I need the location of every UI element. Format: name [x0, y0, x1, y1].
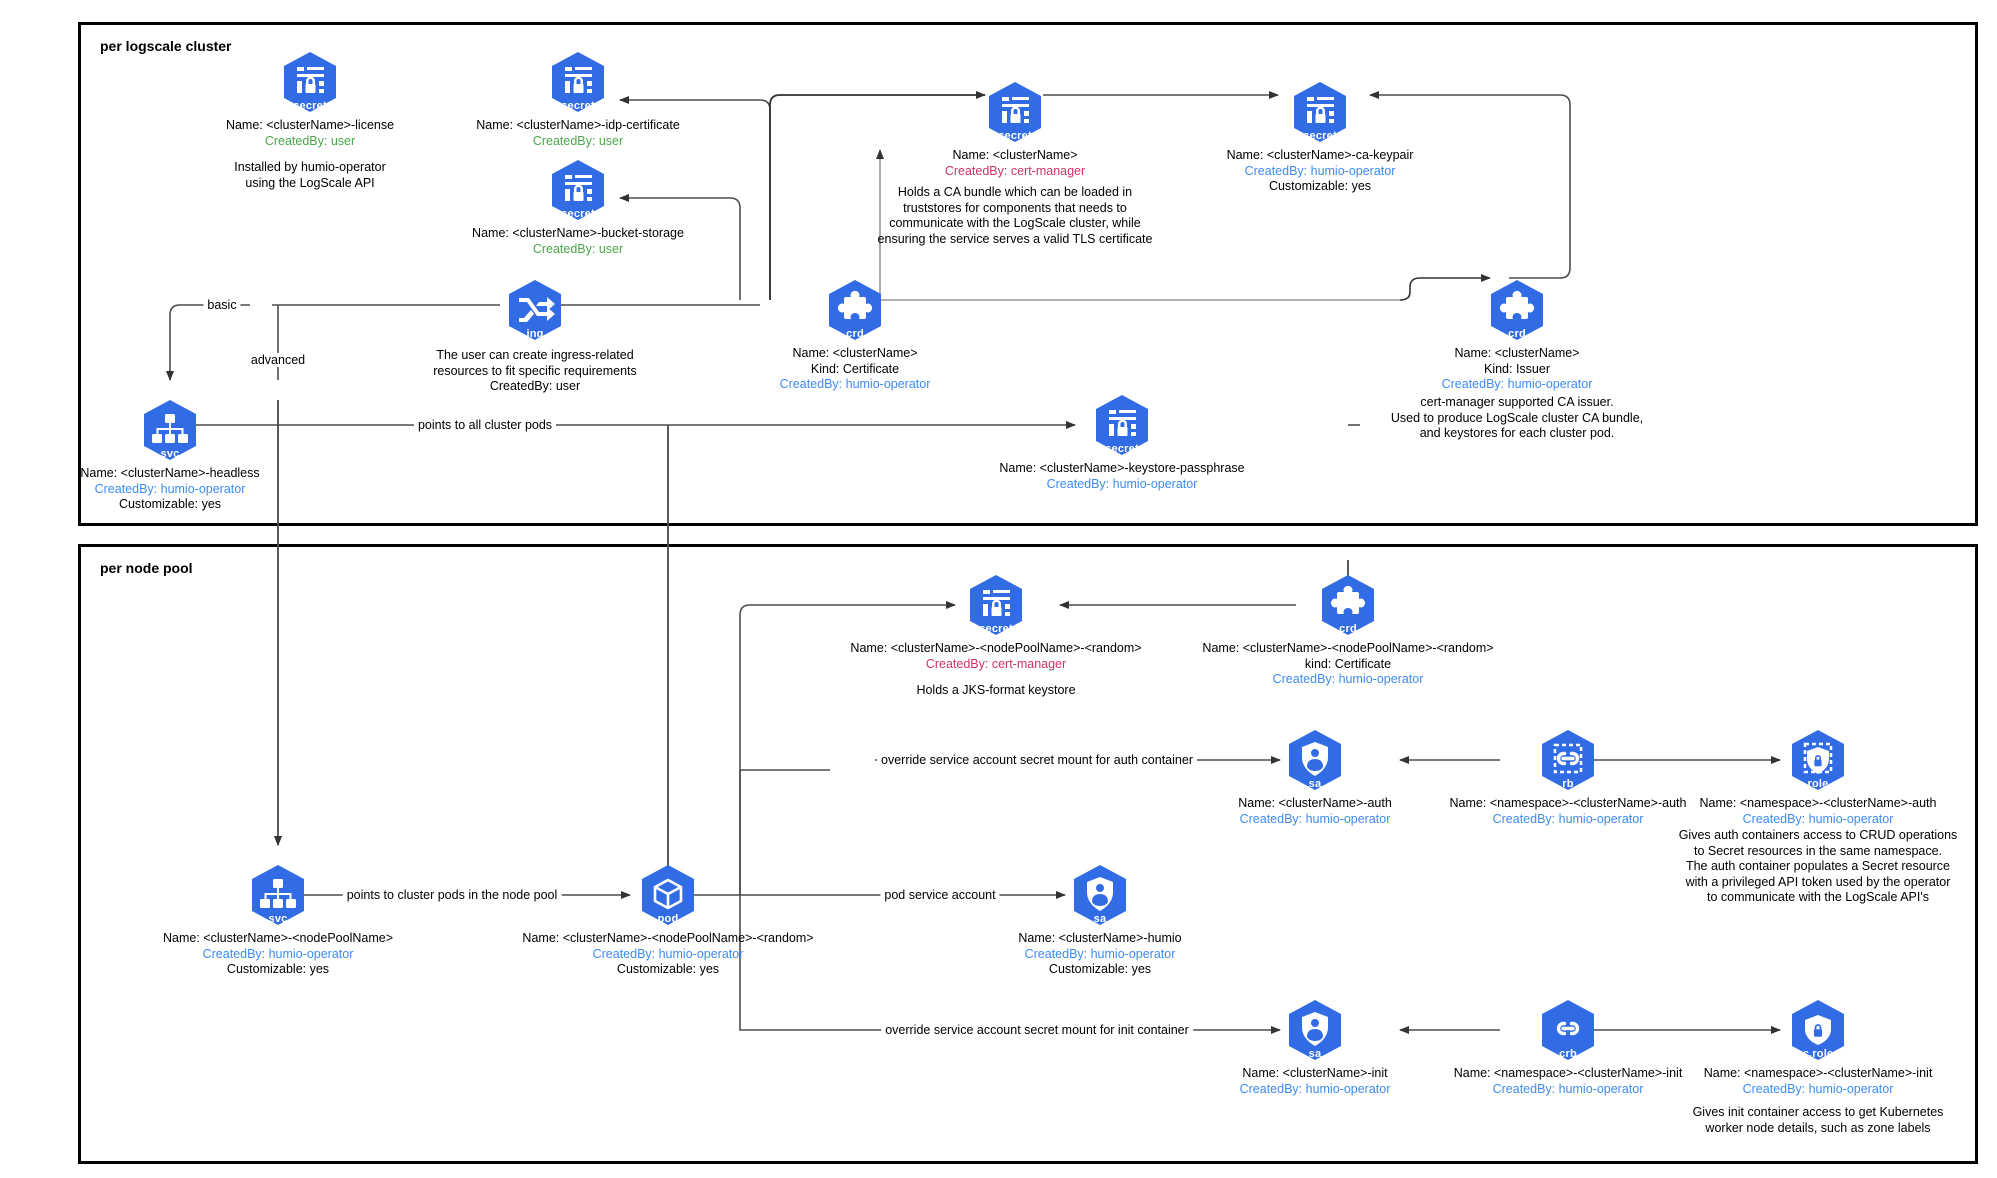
- edge-label-auth-mount: override service account secret mount fo…: [877, 753, 1197, 767]
- edge-label-all-cluster-pods: points to all cluster pods: [413, 418, 557, 432]
- node-caption: Name: <namespace>-<clusterName>-auth Cre…: [1449, 796, 1687, 826]
- note-jks: Holds a JKS-format keystore: [916, 683, 1076, 697]
- node-caption: Name: <clusterName> Kind: Certificate Cr…: [779, 346, 931, 391]
- service-account-icon: sa: [1283, 728, 1347, 792]
- node-caption: Name: <clusterName> CreatedBy: cert-mana…: [944, 148, 1086, 178]
- secret-icon: secret: [983, 80, 1047, 144]
- secret-icon: secret: [546, 50, 610, 114]
- node-caption: Name: <clusterName>-auth CreatedBy: humi…: [1238, 796, 1392, 826]
- service-account-icon: sa: [1283, 998, 1347, 1062]
- icon-kind-label: sa: [1308, 1048, 1322, 1060]
- service-icon: svc: [138, 398, 202, 462]
- node-caption: Name: <clusterName>-headless CreatedBy: …: [80, 466, 260, 511]
- icon-kind-label: crd: [1339, 623, 1357, 635]
- node-caption: Name: <clusterName> Kind: Issuer Created…: [1441, 346, 1593, 391]
- node-caption: Name: <clusterName>-humio CreatedBy: hum…: [1018, 931, 1182, 976]
- note-ingress: The user can create ingress-related reso…: [433, 348, 637, 393]
- node-caption: Name: <namespace>-<clusterName>-auth Cre…: [1699, 796, 1937, 826]
- node-caption: Name: <namespace>-<clusterName>-init Cre…: [1453, 1066, 1683, 1096]
- icon-kind-label: secret: [293, 100, 327, 112]
- node-caption: Name: <clusterName>-<nodePoolName>-<rand…: [850, 641, 1142, 671]
- icon-kind-label: role: [1807, 778, 1829, 790]
- secret-icon: secret: [278, 50, 342, 114]
- group-title-per-node-pool: per node pool: [100, 560, 193, 576]
- node-caption: Name: <clusterName>-bucket-storage Creat…: [472, 226, 684, 256]
- crd-icon: crd: [823, 278, 887, 342]
- note-license: Installed by humio-operator using the Lo…: [234, 160, 386, 190]
- node-caption: Name: <clusterName>-init CreatedBy: humi…: [1239, 1066, 1391, 1096]
- node-caption: Name: <clusterName>-ca-keypair CreatedBy…: [1226, 148, 1414, 193]
- node-caption: Name: <clusterName>-idp-certificate Crea…: [476, 118, 680, 148]
- node-caption: Name: <clusterName>-<nodePoolName>-<rand…: [1202, 641, 1494, 686]
- node-caption: Name: <clusterName>-keystore-passphrase …: [999, 461, 1245, 491]
- icon-kind-label: sa: [1093, 913, 1107, 925]
- icon-kind-label: secret: [561, 100, 595, 112]
- icon-kind-label: ing: [526, 328, 544, 340]
- icon-kind-label: rb: [1562, 778, 1574, 790]
- edge-label-basic: basic: [203, 298, 241, 312]
- crd-icon: crd: [1316, 573, 1380, 637]
- pod-icon: pod: [636, 863, 700, 927]
- note-issuer: cert-manager supported CA issuer. Used t…: [1390, 395, 1644, 440]
- note-ca-bundle: Holds a CA bundle which can be loaded in…: [877, 185, 1153, 246]
- crd-icon: crd: [1485, 278, 1549, 342]
- ingress-icon: ing: [503, 278, 567, 342]
- role-binding-icon: rb: [1536, 728, 1600, 792]
- node-caption: Name: <clusterName>-<nodePoolName>-<rand…: [522, 931, 814, 976]
- icon-kind-label: svc: [160, 448, 180, 460]
- service-icon: svc: [246, 863, 310, 927]
- secret-icon: secret: [546, 158, 610, 222]
- icon-kind-label: secret: [1105, 443, 1139, 455]
- service-account-icon: sa: [1068, 863, 1132, 927]
- icon-kind-label: crd: [1508, 328, 1526, 340]
- node-caption: Name: <clusterName>-<nodePoolName> Creat…: [163, 931, 393, 976]
- edge-label-nodepool-pods: points to cluster pods in the node pool: [342, 888, 562, 902]
- group-title-per-logscale-cluster: per logscale cluster: [100, 38, 232, 54]
- secret-icon: secret: [964, 573, 1028, 637]
- node-caption: Name: <clusterName>-license CreatedBy: u…: [225, 118, 395, 148]
- note-crole-init: Gives init container access to get Kuber…: [1692, 1105, 1944, 1135]
- icon-kind-label: crd: [846, 328, 864, 340]
- icon-kind-label: secret: [998, 130, 1032, 142]
- group-box-per-node-pool: [78, 544, 1978, 1164]
- secret-icon: secret: [1288, 80, 1352, 144]
- icon-kind-label: pod: [657, 913, 679, 925]
- group-box-per-logscale-cluster: [78, 22, 1978, 526]
- edge-label-init-mount: override service account secret mount fo…: [881, 1023, 1193, 1037]
- role-icon: role: [1786, 728, 1850, 792]
- edge-label-pod-sa: pod service account: [880, 888, 1000, 902]
- icon-kind-label: svc: [268, 913, 288, 925]
- edge-label-advanced: advanced: [246, 353, 310, 367]
- icon-kind-label: sa: [1308, 778, 1322, 790]
- cluster-role-binding-icon: crb: [1536, 998, 1600, 1062]
- icon-kind-label: secret: [979, 623, 1013, 635]
- node-caption: Name: <namespace>-<clusterName>-init Cre…: [1703, 1066, 1933, 1096]
- icon-kind-label: secret: [561, 208, 595, 220]
- icon-kind-label: c.role: [1802, 1048, 1834, 1060]
- icon-kind-label: secret: [1303, 130, 1337, 142]
- note-role-auth: Gives auth containers access to CRUD ope…: [1678, 828, 1958, 904]
- icon-kind-label: crb: [1559, 1048, 1577, 1060]
- secret-icon: secret: [1090, 393, 1154, 457]
- cluster-role-icon: c.role: [1786, 998, 1850, 1062]
